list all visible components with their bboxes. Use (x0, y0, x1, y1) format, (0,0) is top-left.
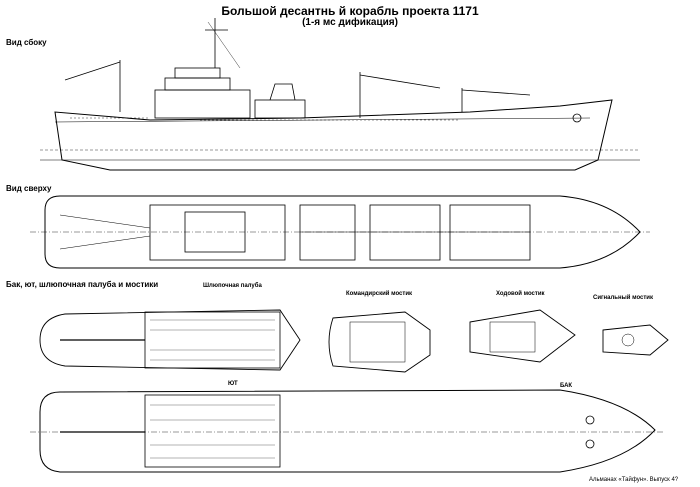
navigation-bridge-drawing (469, 309, 576, 363)
page-title: Большой десантнь й корабль проекта 1171 (221, 4, 479, 18)
boat-deck-drawing (39, 309, 301, 371)
hatch-3 (449, 204, 531, 261)
forecastle-superstructure (144, 394, 281, 468)
navigation-bridge-label: Ходовой мостик (496, 291, 545, 297)
hull-outline (54, 99, 613, 171)
forecastle-outline (39, 389, 656, 473)
boat-deck-rooms (150, 319, 275, 361)
hatch-1 (299, 204, 356, 261)
forecastle-rooms (150, 404, 275, 459)
superstructure (154, 89, 251, 119)
mast-stay (207, 21, 241, 69)
bow-label: БАК (560, 383, 573, 389)
page-subtitle: (1-я мс дификация) (302, 17, 398, 28)
forward-crane-boom-1 (359, 74, 441, 89)
signal-light (621, 333, 635, 347)
top-view-label: Вид сверху (6, 184, 52, 193)
portholes (70, 117, 460, 121)
credit-text: Альманах «Тайфун». Выпуск 4? (589, 477, 679, 483)
command-bridge-outline (328, 311, 431, 373)
stern-label: ЮТ (228, 381, 238, 387)
decks-label: Бак, ют, шлюпочная палуба и мостики (6, 280, 159, 289)
aft-crane-boom (64, 61, 121, 81)
deck-line (54, 117, 591, 123)
anchor-port (585, 415, 595, 425)
navigation-bridge-outline (469, 309, 576, 363)
anchor-hawse (572, 113, 582, 123)
top-bridge (184, 211, 246, 253)
forecastle-drawing (30, 389, 665, 473)
command-bridge-label: Командирский мостик (346, 291, 413, 297)
signal-bridge-label: Сигнальный мостик (593, 295, 653, 301)
side-view-label: Вид сбоку (6, 38, 47, 47)
boat-deck-house (144, 311, 281, 369)
command-bridge-house (349, 321, 406, 363)
boat-deck-label: Шлюпочная палуба (203, 283, 262, 289)
forward-crane-boom-2 (461, 89, 531, 96)
top-view-drawing (30, 195, 650, 269)
funnel (269, 83, 296, 101)
signal-bridge-drawing (602, 324, 669, 356)
navigation-bridge (174, 67, 221, 79)
anchor-starboard (585, 439, 595, 449)
navigation-bridge-house (489, 321, 536, 353)
boat-deck-outline (39, 309, 301, 371)
bridge-deck (164, 77, 231, 91)
aft-ramp-lines (59, 214, 151, 250)
command-bridge-drawing (328, 311, 431, 373)
top-superstructure (149, 204, 286, 261)
signal-bridge-outline (602, 324, 669, 356)
funnel-housing (254, 99, 306, 119)
hatch-2 (369, 204, 441, 261)
side-view-drawing (40, 18, 640, 171)
